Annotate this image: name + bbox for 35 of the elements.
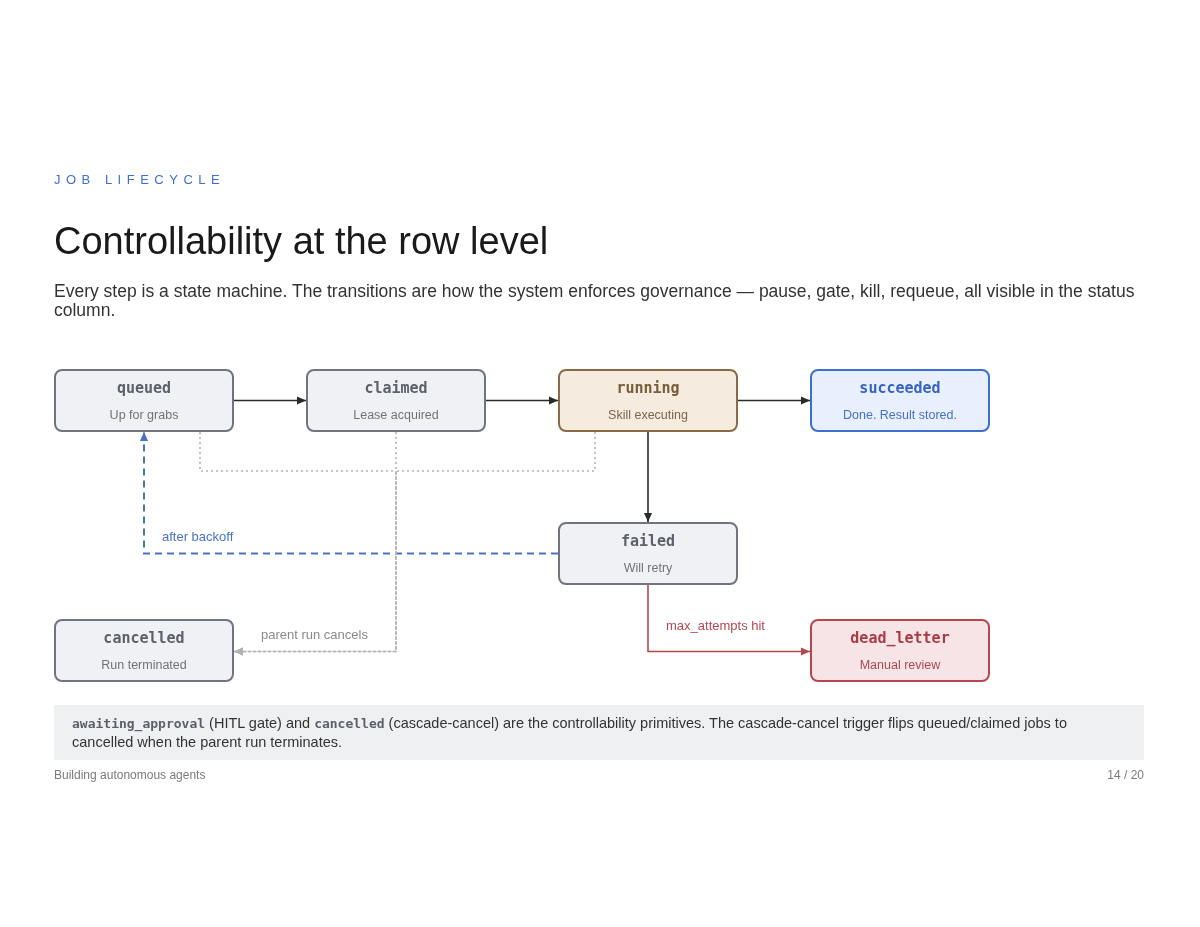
state-box <box>810 369 990 432</box>
state-name: failed <box>620 532 676 550</box>
state-name: queued <box>116 379 172 397</box>
state-box <box>810 619 990 682</box>
dashed-arrow <box>233 431 596 656</box>
state-description: Up for grabs <box>109 407 179 423</box>
state-box <box>54 619 234 682</box>
edge-label: parent run cancels <box>259 627 370 643</box>
arrow <box>737 396 811 405</box>
state-description: Will retry <box>623 560 673 576</box>
state-name: running <box>616 379 680 397</box>
state-description: Done. Result stored. <box>843 407 957 423</box>
arrow <box>647 584 811 656</box>
state-name: claimed <box>364 379 428 397</box>
arrow <box>485 396 559 405</box>
state-description: Lease acquired <box>353 407 439 423</box>
state-description: Manual review <box>859 657 941 673</box>
dashed-arrow <box>139 431 559 555</box>
state-name: cancelled <box>103 629 185 647</box>
arrow <box>233 396 307 405</box>
note-text: awaiting_approval (HITL gate) and cancelled (cascade-cancel) are the controllability primitives. The cascade-cancel trigger flips queued/claimed jobs to cancelled when the parent run terminates. <box>72 714 1068 751</box>
state-description: Run terminated <box>101 657 187 673</box>
state-box <box>54 369 234 432</box>
arrow <box>643 431 653 523</box>
state-description: Skill executing <box>608 407 688 423</box>
slide-subtitle: Every step is a state machine. The transitions are how the system enforces governance — pause, gate, kill, requeue, all visible in the status column. <box>54 282 1136 320</box>
state-name: succeeded <box>859 379 941 397</box>
state-name: dead_letter <box>850 629 950 647</box>
section-kicker: JOB LIFECYCLE <box>54 172 226 188</box>
state-box <box>306 369 486 432</box>
state-box <box>558 522 738 585</box>
edge-label: max_attempts hit <box>664 618 767 634</box>
slide-title: Controllability at the row level <box>54 219 549 264</box>
page-number: 14 / 20 <box>1107 768 1144 783</box>
state-box <box>558 369 738 432</box>
